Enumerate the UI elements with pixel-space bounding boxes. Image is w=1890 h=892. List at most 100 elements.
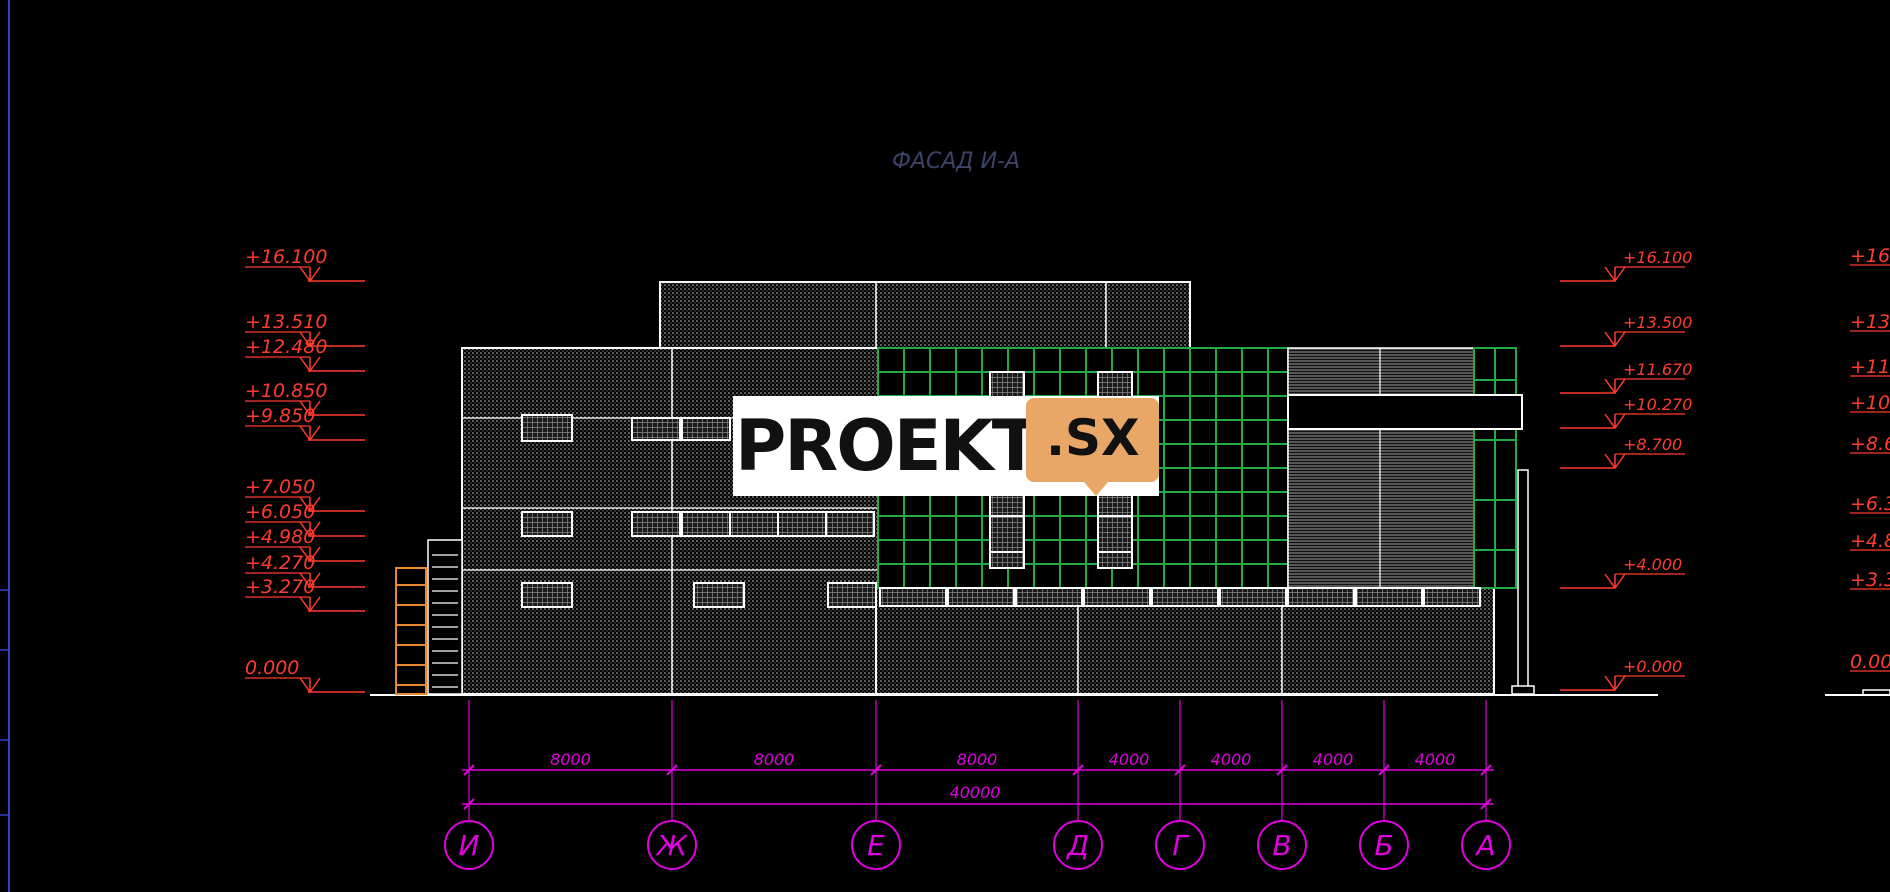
dimension-label: 4000: [1211, 750, 1252, 769]
upper-volume: [659, 281, 1191, 351]
elevation-mark: +13.510: [245, 311, 365, 348]
elevation-label: +10.270: [1623, 395, 1692, 414]
sheet-frame: [0, 0, 10, 892]
elevation-label: +16.100: [245, 246, 327, 268]
elevation-mark: +13.: [1850, 311, 1890, 333]
window: [947, 587, 1015, 607]
elevation-label: +11.6: [1850, 356, 1890, 378]
dimension-total: 40000: [950, 783, 1001, 802]
axis-bubble: А: [1461, 820, 1511, 870]
elevation-label: 0.000: [245, 657, 299, 679]
axis-bubble: Д: [1053, 820, 1103, 870]
elevation-mark: +8.700: [1560, 435, 1685, 470]
window: [1151, 587, 1219, 607]
window: [693, 582, 745, 608]
logo-tag: .SX: [1026, 398, 1159, 482]
logo-domain: .SX: [1046, 409, 1140, 467]
window: [631, 417, 681, 441]
axis-bubble: И: [444, 820, 494, 870]
elevation-label: +10.850: [245, 380, 327, 402]
elevation-mark: +4.270: [245, 552, 365, 589]
elevation-mark: +8.6: [1850, 433, 1890, 455]
window: [521, 414, 573, 442]
elevation-label: +7.050: [245, 476, 315, 498]
proekt-logo: PROEKT .SX: [733, 396, 1159, 496]
elevation-mark: 0.000: [245, 657, 365, 694]
dimension-label: 4000: [1109, 750, 1150, 769]
elevation-label: +13.510: [245, 311, 327, 333]
elevation-label: +13.: [1850, 311, 1890, 333]
entrance-column: [1511, 469, 1535, 695]
elevation-mark: +11.670: [1560, 360, 1692, 395]
axis-label: А: [1474, 829, 1495, 862]
logo-word: PROEKT: [735, 405, 1040, 487]
axis-bubble: Г: [1155, 820, 1205, 870]
elevation-label: +4.980: [245, 526, 315, 548]
canopy: [1287, 394, 1523, 430]
window: [681, 511, 731, 537]
window: [681, 417, 731, 441]
elevation-mark: +4.000: [1560, 555, 1685, 590]
axis-label: Г: [1172, 829, 1190, 862]
window: [1355, 587, 1423, 607]
elevation-mark: +10.2: [1850, 392, 1890, 414]
elevation-mark: +9.850: [245, 405, 365, 442]
far-right-building-edge: [1862, 689, 1890, 696]
drawing-title: ФАСАД И-А: [892, 149, 1020, 174]
window: [631, 511, 681, 537]
elevation-label: +12.480: [245, 336, 327, 358]
dimension-label: 8000: [957, 750, 998, 769]
elevation-mark: +10.850: [245, 380, 365, 417]
elevation-mark: +6.050: [245, 501, 365, 538]
axis-label: Б: [1374, 829, 1393, 862]
louvre-panel: [1287, 347, 1523, 589]
window: [1015, 587, 1083, 607]
axis-bubble: Б: [1359, 820, 1409, 870]
axis-label: Е: [867, 829, 885, 862]
elevation-label: +8.6: [1850, 433, 1890, 455]
elevation-marks-right: +16.100 +13.500 +11.670+10.270 +8.700 +4.000…: [1560, 248, 1692, 692]
elevation-label: +16.100: [1623, 248, 1692, 267]
dimension-label: 8000: [550, 750, 591, 769]
external-stair: [395, 539, 463, 695]
window: [729, 511, 779, 537]
elevation-label: +13.500: [1623, 313, 1692, 332]
window: [1219, 587, 1287, 607]
dimension-label: 4000: [1313, 750, 1354, 769]
logo-tag-pointer: [1084, 482, 1108, 496]
elevation-mark: +10.270: [1560, 395, 1692, 430]
elevation-label: +10.2: [1850, 392, 1890, 414]
elevation-mark: +16.: [1850, 245, 1890, 267]
window: [521, 582, 573, 608]
window: [521, 511, 573, 537]
window: [827, 582, 877, 608]
elevation-label: +0.000: [1623, 657, 1682, 676]
axis-bubble: Е: [851, 820, 901, 870]
elevation-label: +9.850: [245, 405, 315, 427]
window: [777, 511, 827, 537]
axis-label: В: [1272, 829, 1291, 862]
elevation-mark: +16.100: [245, 246, 365, 283]
window: [1083, 587, 1151, 607]
elevation-mark: +0.000: [1560, 657, 1685, 692]
elevation-label: +16.: [1850, 245, 1890, 267]
window: [825, 511, 875, 537]
elevation-mark: +4.8: [1850, 530, 1890, 552]
axis-label: Ж: [655, 829, 689, 862]
elevation-mark: +3.270: [245, 576, 365, 613]
window: [1287, 587, 1355, 607]
elevation-label: +4.8: [1850, 530, 1890, 552]
axis-bubble: Ж: [647, 820, 697, 870]
elevation-label: +3.3: [1850, 569, 1890, 591]
elevation-mark: 0.00: [1850, 651, 1890, 673]
elevation-mark: +3.3: [1850, 569, 1890, 591]
elevation-mark: +16.100: [1560, 248, 1692, 283]
elevation-label: +6.050: [245, 501, 315, 523]
dimension-label: 8000: [754, 750, 795, 769]
elevation-label: +4.000: [1623, 555, 1682, 574]
elevation-marks-left: +16.100 +13.510 +12.480 +10.850 +9.850 +7.050…: [245, 246, 365, 694]
axis-label: Д: [1065, 829, 1089, 862]
